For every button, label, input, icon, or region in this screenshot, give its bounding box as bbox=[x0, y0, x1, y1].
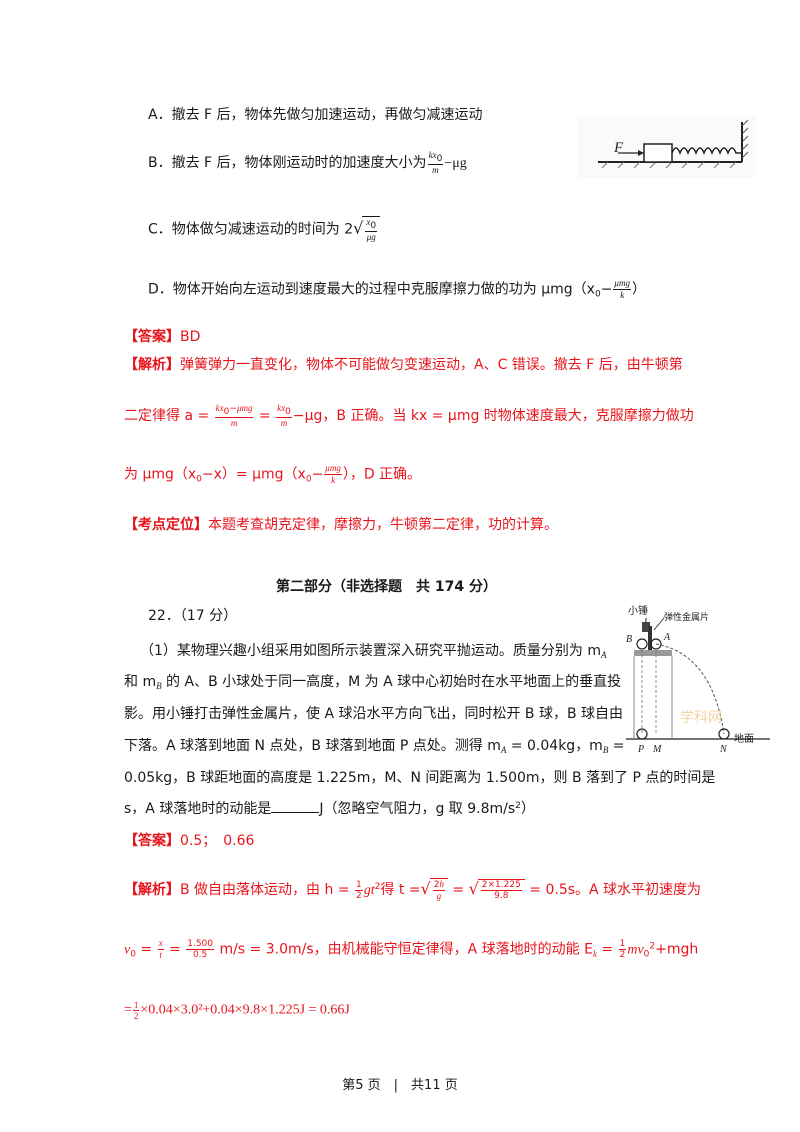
label-b: B bbox=[626, 634, 632, 645]
label-p: P bbox=[637, 744, 644, 755]
analysis-text: m/s = 3.0m/s，由机械能守恒定律得，A 球落地时的动能 E bbox=[219, 941, 593, 958]
analysis-text: −μg，B 正确。当 kx = μmg 时物体速度最大，克服摩擦力做功 bbox=[292, 408, 694, 424]
spring-block-figure: F bbox=[578, 116, 756, 178]
option-d-tail: ） bbox=[631, 281, 646, 298]
q22-line3: 影。用小锤打击弹性金属片，使 A 球沿水平方向飞出，同时松开 B 球，B 球自由 bbox=[124, 706, 624, 722]
q22-text: （1）某物理兴趣小组采用如图所示装置深入研究平抛运动。质量分别为 m bbox=[140, 643, 601, 659]
q22-text: 的 A、B 小球处于同一高度，M 为 A 球中心初始时在水平地面上的垂直投 bbox=[161, 674, 622, 690]
label-m: M bbox=[652, 744, 662, 755]
answer-blank bbox=[271, 800, 320, 813]
analysis-text: 弹簧弹力一直变化，物体不可能做匀变速运动，A、C 错误。撤去 F 后，由牛顿第 bbox=[180, 357, 683, 373]
option-a: A．撤去 F 后，物体先做匀加速运动，再做匀减速运动 bbox=[148, 107, 483, 123]
hammer-label: 小锤 bbox=[628, 604, 648, 617]
q22-line4: 下落。A 球落到地面 N 点处，B 球落到地面 P 点处。测得 mA = 0.0… bbox=[124, 738, 625, 755]
plate-label: 弹性金属片 bbox=[664, 611, 709, 623]
page-footer: 第5 页 | 共11 页 bbox=[342, 1078, 458, 1093]
label-n: N bbox=[719, 744, 728, 755]
answer-label: 【答案】 bbox=[124, 329, 180, 345]
q22-line5: 0.05kg，B 球距地面的高度是 1.225m，M、N 间距离为 1.500m… bbox=[124, 770, 716, 786]
analysis-text: B 做自由落体运动，由 h = bbox=[180, 882, 350, 898]
answer-1: 【答案】BD bbox=[124, 326, 200, 346]
q22-line1: （1）某物理兴趣小组采用如图所示装置深入研究平抛运动。质量分别为 mA bbox=[140, 643, 607, 660]
analysis-text: 得 t = bbox=[380, 882, 421, 898]
projectile-figure: 小锤 弹性金属片 B A 学科网 P M N 地面 bbox=[626, 604, 770, 755]
answer-value: BD bbox=[180, 329, 201, 345]
answer-label: 【答案】 bbox=[124, 833, 180, 849]
q22-text: s，A 球落地时的动能是 bbox=[124, 801, 272, 817]
kaodian-text: 本题考查胡克定律，摩擦力，牛顿第二定律，功的计算。 bbox=[208, 517, 558, 533]
q22-line2: 和 mB 的 A、B 小球处于同一高度，M 为 A 球中心初始时在水平地面上的垂… bbox=[124, 674, 622, 691]
analysis-text: 为 μmg（x bbox=[124, 466, 197, 483]
analysis-label: 【解析】 bbox=[124, 882, 180, 898]
kaodian-1: 【考点定位】本题考查胡克定律，摩擦力，牛顿第二定律，功的计算。 bbox=[124, 514, 558, 534]
label-a: A bbox=[663, 632, 671, 643]
analysis-text: 二定律得 a = bbox=[124, 408, 210, 424]
force-label: F bbox=[613, 140, 624, 156]
option-d-text: D．物体开始向左运动到速度最大的过程中克服摩擦力做的功为 μmg（x bbox=[148, 281, 595, 298]
q22-text: = 0.04kg，m bbox=[506, 738, 603, 754]
q22-text: 和 m bbox=[124, 674, 157, 690]
analysis-text: v bbox=[124, 942, 131, 958]
analysis-text: ×0.04×3.0²+0.04×9.8×1.225J = 0.66J bbox=[140, 1002, 350, 1018]
section-title: 第二部分（非选择题 共 174 分） bbox=[276, 579, 497, 595]
option-b-tail: −μg bbox=[444, 156, 467, 171]
q22-text: J（忽略空气阻力，g 取 9.8m/s bbox=[319, 801, 516, 817]
analysis-text: ），D 正确。 bbox=[342, 466, 422, 483]
analysis-text: = 0.5s。A 球水平初速度为 bbox=[529, 882, 702, 898]
q22-header: 22．（17 分） bbox=[148, 608, 238, 624]
ground-label: 地面 bbox=[734, 732, 754, 745]
option-c-text: C．物体做匀减速运动的时间为 2 bbox=[148, 221, 354, 238]
option-b-text: B．撤去 F 后，物体刚运动时的加速度大小为 bbox=[148, 155, 427, 171]
watermark: 学科网 bbox=[680, 710, 722, 726]
analysis-label: 【解析】 bbox=[124, 357, 180, 373]
kaodian-label: 【考点定位】 bbox=[124, 517, 208, 533]
analysis-1-line1: 【解析】弹簧弹力一直变化，物体不可能做匀变速运动，A、C 错误。撤去 F 后，由… bbox=[124, 354, 683, 374]
analysis-text: +mgh bbox=[655, 941, 699, 958]
q22-text: 下落。A 球落到地面 N 点处，B 球落到地面 P 点处。测得 m bbox=[124, 738, 501, 754]
answer-2: 【答案】0.5； 0.66 bbox=[124, 830, 254, 850]
q22-text: = bbox=[608, 738, 625, 754]
answer-value: 0.5； 0.66 bbox=[180, 833, 255, 849]
analysis-text: −x）= μmg（x bbox=[201, 466, 306, 483]
q22-text: ） bbox=[520, 801, 535, 817]
